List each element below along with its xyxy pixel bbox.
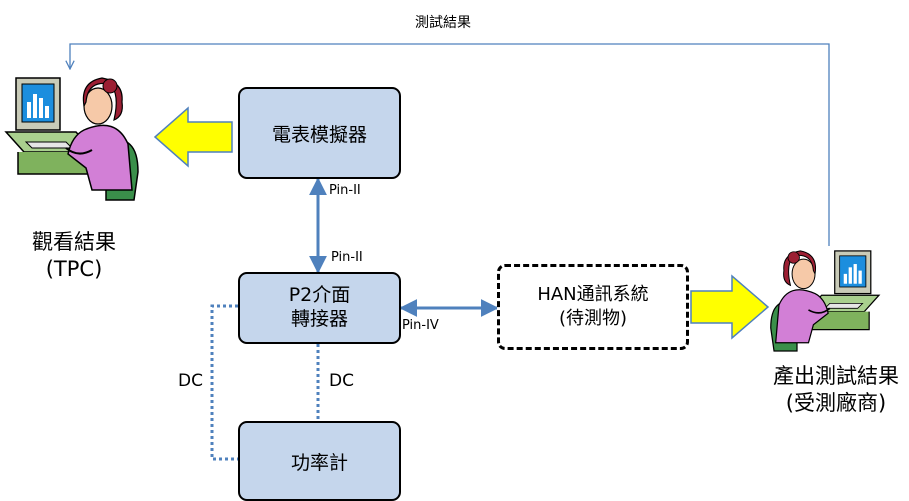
result-feedback-arrow [70,43,830,246]
yellow-arrow-left [153,106,233,168]
han-system-box: HAN通訊系統 (待測物) [497,264,689,350]
meter-simulator-box: 電表模擬器 [238,87,401,179]
meter-simulator-label: 電表模擬器 [271,123,367,146]
person-at-computer-icon [5,77,139,201]
tpc-label-line2: (TPC) [45,257,103,282]
vendor-label: 產出測試結果 (受測廠商) [766,363,906,418]
yellow-arrow-right [690,274,770,340]
pin-label-upper: Pin-II [329,183,361,198]
pin-label-right: Pin-IV [402,318,439,333]
diagram-canvas [5,43,880,461]
dc-label-left: DC [178,371,203,391]
result-feedback-label: 測試結果 [415,15,471,31]
power-meter-box: 功率計 [238,421,401,501]
p2-adapter-box: P2介面 轉接器 [238,272,401,344]
power-meter-label: 功率計 [290,451,348,474]
vendor-label-line1: 產出測試結果 [773,364,899,388]
tpc-label-line1: 觀看結果 [32,230,116,254]
p2-adapter-line2: 轉接器 [290,308,348,330]
person-at-computer-icon [769,250,880,352]
tpc-label: 觀看結果 (TPC) [14,229,134,284]
han-system-line2: (待測物) [558,308,628,329]
dc-left-line [210,304,238,461]
han-system-line1: HAN通訊系統 [537,283,649,305]
vendor-label-line2: (受測廠商) [785,391,887,416]
p2-adapter-line1: P2介面 [288,284,351,307]
pin-label-lower: Pin-II [331,250,363,265]
dc-label-right: DC [329,371,354,391]
